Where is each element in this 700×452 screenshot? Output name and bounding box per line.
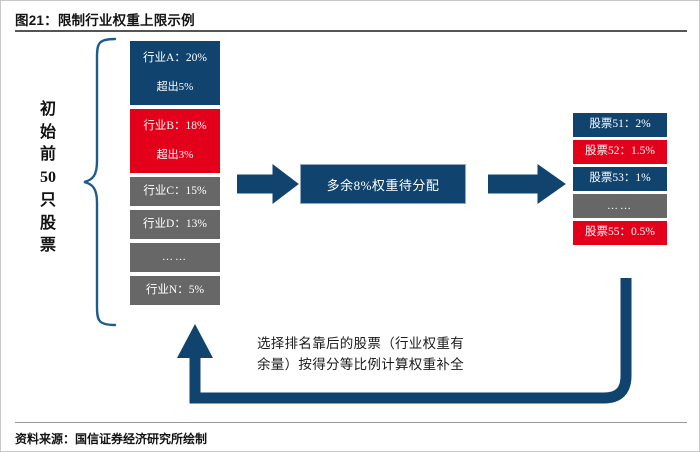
vlabel-char-1: 始 — [39, 123, 56, 141]
stock-box-52[interactable]: 股票52：1.5% — [572, 139, 668, 165]
stock-box-53[interactable]: 股票53：1% — [572, 166, 668, 192]
industry-box-c[interactable]: 行业C：15% — [129, 176, 221, 207]
industry-box-d[interactable]: 行业D：13% — [129, 209, 221, 240]
industry-box-b-overflow: 超出3% — [156, 149, 194, 162]
vlabel-char-3: 50 — [40, 169, 56, 187]
feedback-loop-caption-line-2: 余量）按得分等比例计算权重补全 — [257, 356, 464, 372]
initial-universe-label: 初 始 前 50 只 股 票 — [31, 99, 65, 258]
vlabel-char-4: 只 — [39, 191, 56, 209]
industry-box-ellipsis: …… — [129, 242, 221, 273]
arrow-right-2 — [488, 164, 566, 204]
industry-box-n[interactable]: 行业N：5% — [129, 275, 221, 306]
industry-box-b-name: 行业B：18% — [143, 119, 207, 132]
industry-box-a-name: 行业A：20% — [143, 51, 207, 64]
figure-title: 图21：限制行业权重上限示例 — [15, 13, 195, 28]
industry-weight-stack: 行业A：20% 超出5% 行业B：18% 超出3% 行业C：15% 行业D：13… — [129, 40, 221, 308]
vlabel-char-2: 前 — [39, 146, 56, 164]
industry-box-a[interactable]: 行业A：20% 超出5% — [129, 40, 221, 106]
title-divider — [15, 30, 687, 32]
stock-box-ellipsis: …… — [572, 193, 668, 219]
arrow-right-1 — [237, 164, 299, 204]
industry-box-b[interactable]: 行业B：18% 超出3% — [129, 108, 221, 174]
figure-source: 资料来源：国信证券经济研究所绘制 — [15, 432, 208, 446]
stock-box-55[interactable]: 股票55：0.5% — [572, 220, 668, 246]
industry-box-a-overflow: 超出5% — [156, 81, 194, 94]
stock-box-51[interactable]: 股票51：2% — [572, 112, 668, 138]
vlabel-char-6: 票 — [39, 237, 56, 255]
feedback-loop-caption: 选择排名靠后的股票（行业权重有 余量）按得分等比例计算权重补全 — [257, 334, 567, 376]
stock-weight-stack: 股票51：2% 股票52：1.5% 股票53：1% …… 股票55：0.5% — [572, 112, 668, 247]
vlabel-char-0: 初 — [39, 101, 56, 118]
surplus-weight-box[interactable]: 多余8%权重待分配 — [300, 164, 466, 204]
curly-brace-icon — [83, 37, 117, 327]
feedback-loop-arrow — [177, 278, 632, 404]
feedback-loop-caption-line-1: 选择排名靠后的股票（行业权重有 — [257, 336, 464, 351]
source-divider — [15, 422, 687, 423]
vlabel-char-5: 股 — [39, 214, 56, 232]
